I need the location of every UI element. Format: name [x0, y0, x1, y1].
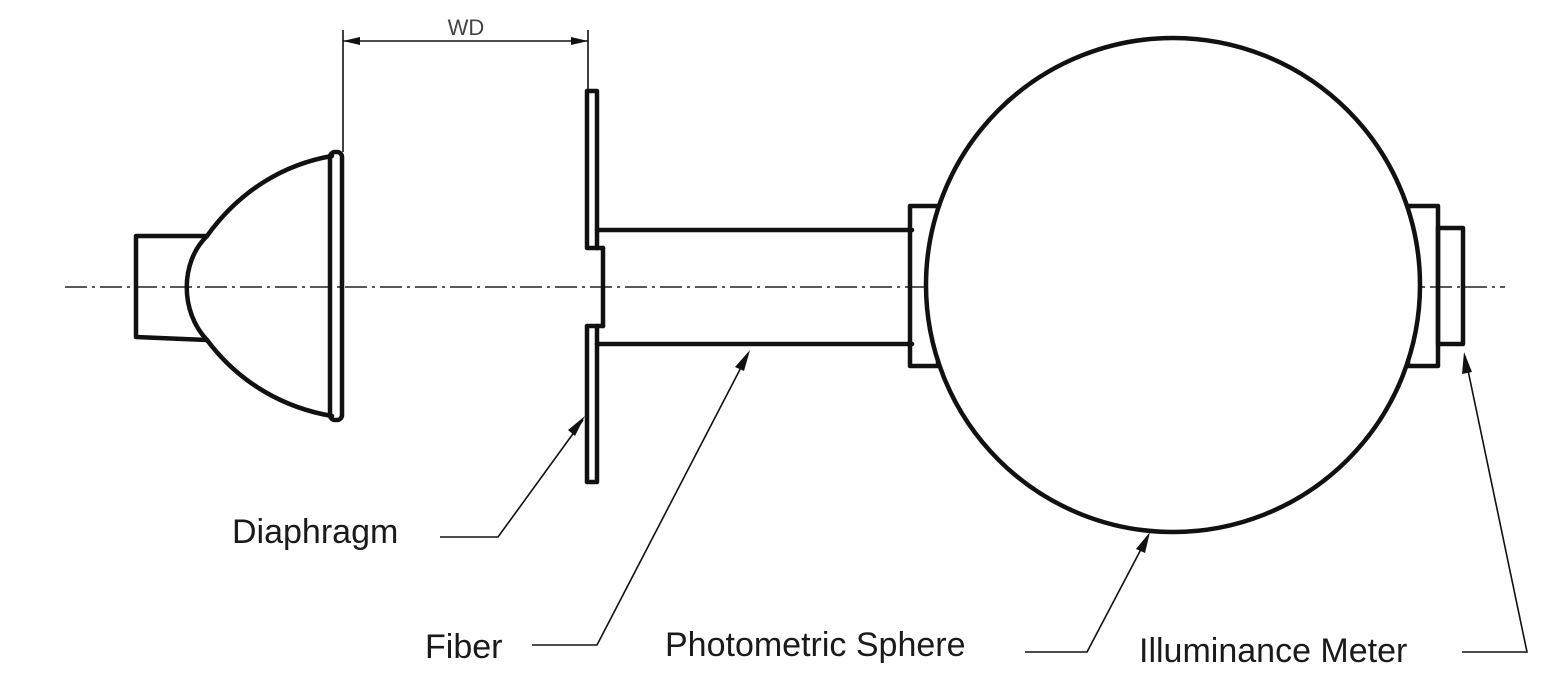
- fiber-leader-arrow: [735, 350, 750, 371]
- photometric-sphere-leader-line: [1025, 535, 1149, 653]
- fiber-callout: Fiber: [425, 350, 750, 666]
- lamp-reflector-lower: [204, 337, 335, 419]
- fiber-leader-line: [532, 353, 749, 646]
- lamp-reflector: [204, 153, 335, 239]
- wd-arrow-left: [343, 37, 360, 45]
- wd-dimension: WD: [342, 15, 589, 152]
- sphere-body: [923, 35, 1423, 535]
- diaphragm-leader-arrow: [568, 416, 585, 436]
- illuminance-meter: [1435, 225, 1466, 347]
- illuminance-meter-leader-line: [1462, 355, 1528, 653]
- illuminance-meter-leader-arrow: [1462, 352, 1472, 374]
- illuminance-meter-callout: Illuminance Meter: [1139, 352, 1528, 670]
- wd-arrow-right: [571, 37, 588, 45]
- wd-label: WD: [448, 15, 485, 40]
- photometric-sphere-label: Photometric Sphere: [665, 626, 966, 664]
- fiber: [594, 227, 915, 347]
- photometric-sphere-leader-arrow: [1136, 532, 1150, 553]
- illuminance-meter-label: Illuminance Meter: [1139, 632, 1407, 670]
- diaphragm-callout: Diaphragm: [232, 416, 585, 551]
- lamp-rim: [327, 149, 345, 423]
- diaphragm-upper-plate: [584, 88, 600, 251]
- diaphragm-lower-plate: [584, 323, 600, 485]
- illuminance-meter-body: [1435, 225, 1466, 347]
- lamp-base: [133, 233, 210, 343]
- diaphragm-leader-line: [440, 419, 584, 538]
- fiber-label: Fiber: [425, 628, 502, 666]
- diaphragm-label: Diaphragm: [232, 513, 398, 551]
- lamp-reflector-inner: [184, 233, 210, 343]
- photometric-sphere: [907, 35, 1441, 535]
- light-source: [133, 149, 345, 423]
- photometric-sphere-callout: Photometric Sphere: [665, 532, 1150, 664]
